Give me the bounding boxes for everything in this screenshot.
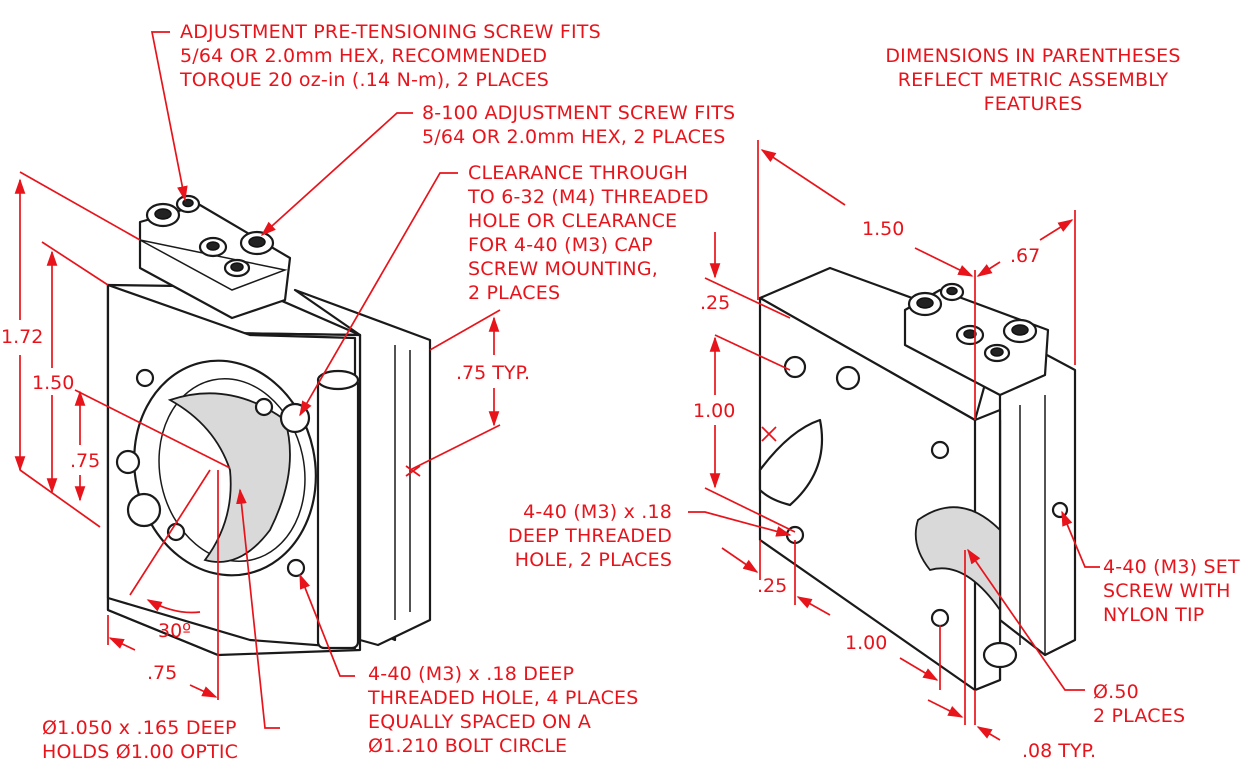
dim-top-025: .25: [700, 292, 731, 314]
dim-angle: 30º: [158, 620, 192, 642]
right-hole-2: [835, 365, 861, 391]
dim-bottom-025: .25: [757, 575, 788, 597]
right-set-screw-hole: [1051, 501, 1069, 519]
leader-optic-bore: [236, 488, 280, 729]
leader-clearance: [299, 172, 458, 417]
note-clearance: CLEARANCE THROUGH TO 6-32 (M4) THREADED …: [468, 162, 709, 304]
left-screw-heads: [145, 194, 275, 278]
left-hole-1: [135, 368, 155, 388]
note-threaded-hole-4: 4-40 (M3) x .18 DEEP THREADED HOLE, 4 PL…: [368, 663, 639, 757]
note-bore-dia: Ø.50 2 PLACES: [1093, 681, 1186, 727]
right-bore-slot: [914, 506, 1001, 613]
leader-set-screw: [1061, 510, 1100, 568]
leader-threaded-4: [299, 573, 355, 677]
dim-height-overall: 1.72: [1, 326, 44, 348]
annotation-lines: [14, 31, 1100, 741]
left-hole-5: [115, 449, 141, 475]
dim-offset-075: .75: [147, 662, 178, 684]
dim-width-150: 1.50: [862, 218, 905, 240]
note-pretension-screw: ADJUSTMENT PRE-TENSIONING SCREW FITS 5/6…: [180, 21, 601, 91]
dim-depth-067: .67: [1010, 245, 1041, 267]
dim-height-150: 1.50: [32, 372, 75, 394]
left-hole-4: [286, 558, 306, 578]
dim-spacing-100-h: 1.00: [845, 632, 888, 654]
right-cutout-upper: [758, 418, 824, 507]
dim-typ-008: .08 TYP.: [1022, 740, 1097, 762]
left-mount-view: [106, 194, 432, 657]
note-threaded-hole-2: 4-40 (M3) x .18 DEEP THREADED HOLE, 2 PL…: [508, 501, 673, 571]
right-mount-view: [758, 266, 1077, 692]
note-optic-bore: Ø1.050 x .165 DEEP HOLDS Ø1.00 OPTIC: [42, 717, 239, 763]
dim-height-075: .75: [70, 450, 101, 472]
note-metric: DIMENSIONS IN PARENTHESES REFLECT METRIC…: [885, 45, 1181, 115]
right-hole-5: [930, 608, 950, 628]
note-set-screw: 4-40 (M3) SET SCREW WITH NYLON TIP: [1103, 556, 1240, 626]
leader-pretension: [150, 31, 188, 202]
left-hole-6: [126, 492, 162, 528]
note-adjustment-screw: 8-100 ADJUSTMENT SCREW FITS 5/64 OR 2.0m…: [422, 102, 736, 148]
leader-threaded-2: [688, 511, 792, 537]
dim-typ-075: .75 TYP.: [456, 362, 531, 384]
left-post: [316, 376, 360, 650]
leader-adjustment: [260, 112, 413, 237]
leader-bore-dia: [967, 548, 1085, 691]
right-screw-heads: [907, 282, 1038, 363]
left-hole-2: [254, 397, 274, 417]
right-hole-3: [930, 440, 950, 460]
right-post-end: [982, 641, 1018, 669]
dim-spacing-100-v: 1.00: [693, 400, 736, 422]
right-hole-1: [783, 355, 807, 379]
